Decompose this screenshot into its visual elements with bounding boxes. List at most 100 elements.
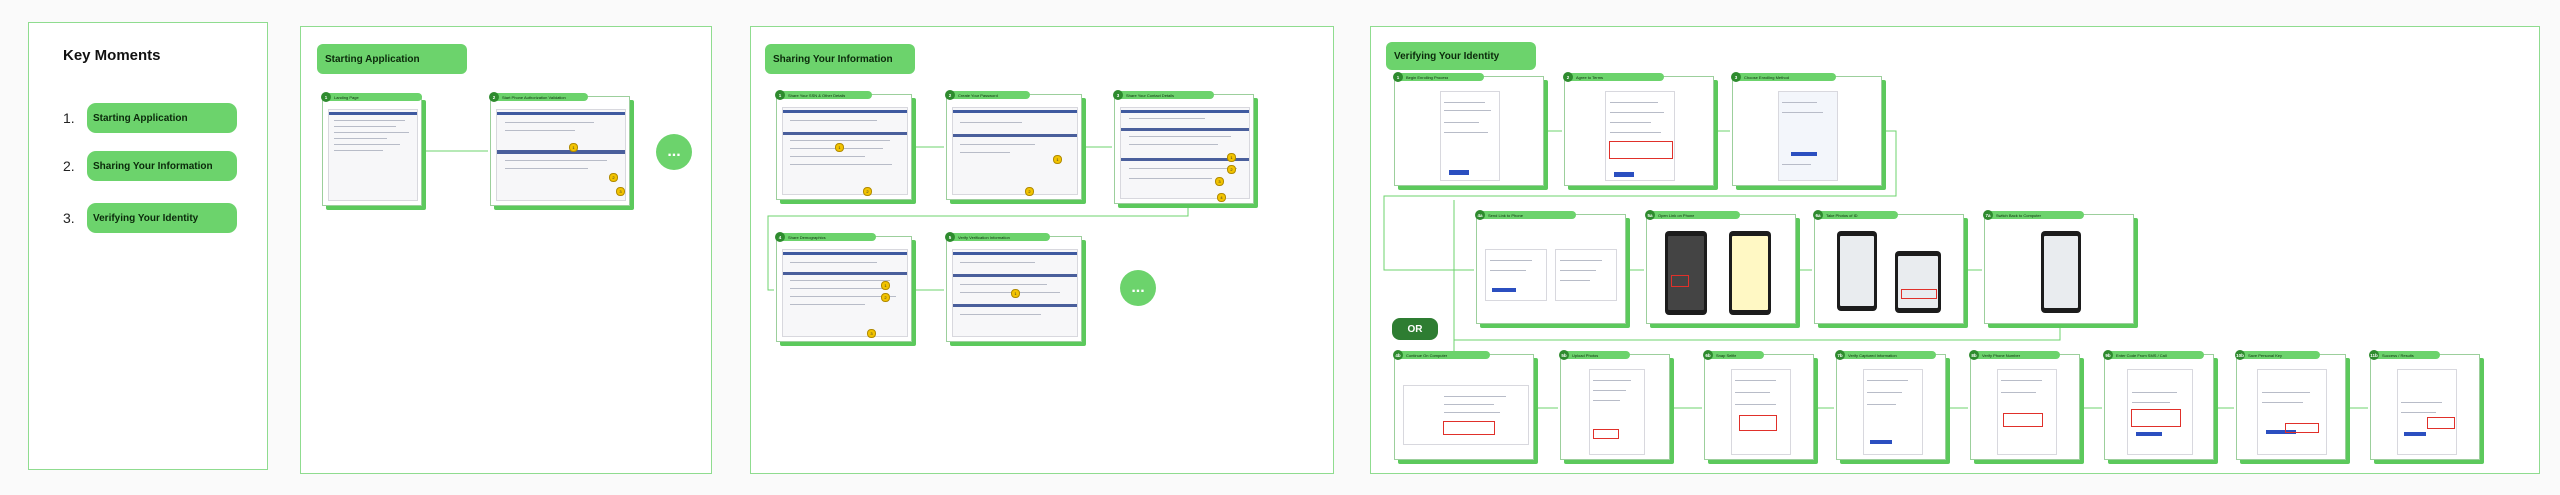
highlight-box	[1593, 429, 1619, 439]
highlight-box	[2285, 423, 2319, 433]
step-title: Switch Back to Computer	[1996, 212, 2041, 218]
step-number: 9b	[2103, 350, 2113, 360]
step-number: 2	[945, 90, 955, 100]
card-body	[1984, 214, 2134, 324]
key-moments-title: Key Moments	[63, 47, 161, 64]
callout-marker: 4	[1217, 193, 1226, 202]
key-moment-label: Starting Application	[87, 103, 237, 133]
step-title: Verify Phone Number	[1982, 352, 2021, 358]
step-title: Verify Verification Information	[958, 234, 1010, 240]
callout-marker: 2	[609, 173, 618, 182]
callout-marker: 3	[867, 329, 876, 338]
step-title: Upload Photos	[1572, 352, 1599, 358]
step-title: Share Your SSN & Other Details	[788, 92, 846, 98]
step-screenshot	[1863, 369, 1923, 455]
step-title: Agree to Terms	[1576, 74, 1604, 80]
phone-mockup	[1729, 231, 1771, 315]
step-title: Start Phone Authorization Validation	[502, 94, 566, 100]
section-title: Verifying Your Identity	[1386, 42, 1536, 70]
step-screenshot	[1440, 91, 1500, 181]
step-screenshot	[782, 107, 908, 195]
key-moment-item[interactable]: 1. Starting Application	[63, 103, 237, 133]
section-title: Starting Application	[317, 44, 467, 74]
card-body: 1 2	[776, 94, 912, 200]
card-body	[1646, 214, 1796, 324]
callout-marker: 2	[881, 293, 890, 302]
step-screenshot	[1403, 385, 1529, 445]
key-moment-item[interactable]: 2. Sharing Your Information	[63, 151, 237, 181]
card-body	[1564, 76, 1714, 186]
card-body: 1 2 3	[776, 236, 912, 342]
step-number: 5	[945, 232, 955, 242]
step-number: 2	[1563, 72, 1573, 82]
step-title: Create Your Password	[958, 92, 998, 98]
step-screenshot	[1778, 91, 1838, 181]
callout-marker: 1	[1011, 289, 1020, 298]
step-screenshot	[496, 109, 626, 201]
step-title: Verify Captured Information	[1848, 352, 1897, 358]
step-screenshot	[1589, 369, 1645, 455]
callout-marker: 1	[835, 143, 844, 152]
step-screenshot	[1997, 369, 2057, 455]
callout-marker: 2	[863, 187, 872, 196]
step-screenshot	[2257, 369, 2327, 455]
or-divider-label: OR	[1392, 318, 1438, 340]
more-steps-button[interactable]: ...	[656, 134, 692, 170]
step-screenshot	[328, 109, 418, 201]
step-screenshot	[1731, 369, 1791, 455]
step-number: 3	[1113, 90, 1123, 100]
key-moment-item[interactable]: 3. Verifying Your Identity	[63, 203, 237, 233]
step-title: Landing Page	[334, 94, 359, 100]
key-moment-number: 2.	[63, 158, 75, 174]
card-body	[1704, 354, 1814, 460]
phone-mockup	[1895, 251, 1941, 313]
step-number: 10b	[2235, 350, 2245, 360]
step-title: Save Personal Key	[2248, 352, 2283, 358]
step-number: 11b	[2369, 350, 2379, 360]
more-steps-button[interactable]: ...	[1120, 270, 1156, 306]
card-body	[1970, 354, 2080, 460]
highlight-box	[1901, 289, 1937, 299]
step-title: Share Demographics	[788, 234, 826, 240]
step-number: 5a	[1645, 210, 1655, 220]
step-number: 3	[1731, 72, 1741, 82]
step-number: 8b	[1969, 350, 1979, 360]
card-body	[322, 96, 422, 206]
step-number: 2	[489, 92, 499, 102]
step-title: Continue On Computer	[1406, 352, 1448, 358]
card-body: 1 2 3 4	[1114, 94, 1254, 204]
card-body	[1732, 76, 1882, 186]
